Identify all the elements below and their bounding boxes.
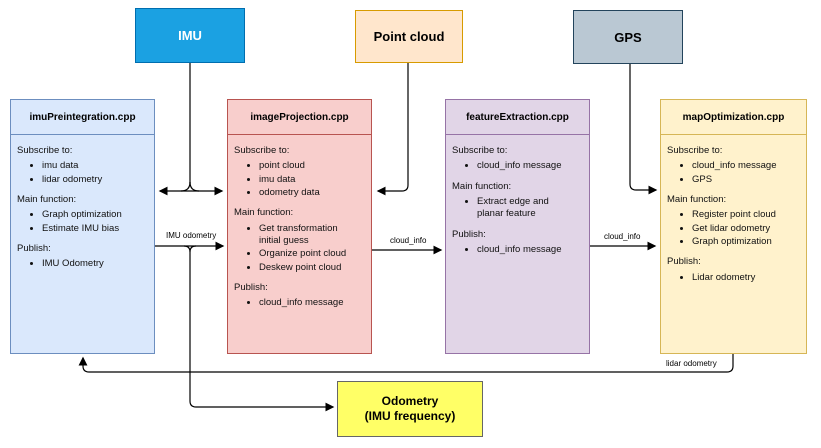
odometry-label-line2: (IMU frequency) — [364, 409, 456, 423]
node-point-cloud: Point cloud — [355, 10, 463, 63]
edge-label-cloud-info-a: cloud_info — [390, 236, 427, 245]
bullet-item: cloud_info message — [477, 244, 577, 256]
node-gps: GPS — [573, 10, 683, 64]
main-function-list: Extract edge and planar feature — [451, 196, 584, 221]
module-map-optimization: mapOptimization.cpp Subscribe to: cloud_… — [660, 99, 807, 354]
bullet-item: Lidar odometry — [692, 272, 792, 284]
main-function-heading: Main function: — [17, 194, 77, 206]
publish-heading: Publish: — [234, 282, 268, 294]
subscribe-heading: Subscribe to: — [667, 145, 723, 156]
bullet-item: lidar odometry — [42, 174, 142, 186]
bullet-item: imu data — [259, 174, 359, 186]
publish-heading: Publish: — [667, 256, 701, 268]
edge-lidar-odometry-feedback — [78, 354, 734, 373]
bullet-item: point cloud — [259, 160, 359, 172]
bullet-item: Extract edge and planar feature — [477, 196, 577, 221]
module-imu-preintegration: imuPreintegration.cpp Subscribe to: imu … — [10, 99, 155, 354]
bullet-item: imu data — [42, 160, 142, 172]
edge-imu-fillet-right — [189, 181, 200, 192]
module-title: mapOptimization.cpp — [661, 100, 806, 135]
publish-heading: Publish: — [452, 228, 486, 240]
edge-branch-fillet-right — [189, 245, 197, 253]
bullet-item: cloud_info message — [259, 297, 359, 309]
subscribe-heading: Subscribe to: — [17, 145, 73, 156]
bullet-item: odometry data — [259, 187, 359, 199]
subscribe-list: cloud_info message — [451, 160, 584, 172]
node-gps-label: GPS — [614, 29, 642, 45]
main-function-list: Register point cloud Get lidar odometry … — [666, 209, 801, 248]
edge-label-cloud-info-b: cloud_info — [604, 232, 641, 241]
node-point-cloud-label: Point cloud — [373, 29, 445, 44]
module-body: Subscribe to: point cloud imu data odome… — [228, 135, 371, 310]
edge-branch-fillet-left — [183, 245, 191, 253]
bullet-item: cloud_info message — [477, 160, 577, 172]
main-function-list: Get transformation initial guess Organiz… — [233, 223, 366, 274]
subscribe-heading: Subscribe to: — [234, 145, 290, 156]
bullet-item: Graph optimization — [42, 209, 142, 221]
main-function-list: Graph optimization Estimate IMU bias — [16, 209, 149, 235]
bullet-item: cloud_info message — [692, 160, 792, 172]
node-imu: IMU — [135, 8, 245, 63]
publish-list: Lidar odometry — [666, 272, 801, 284]
module-image-projection: imageProjection.cpp Subscribe to: point … — [227, 99, 372, 354]
module-title: featureExtraction.cpp — [446, 100, 589, 135]
publish-list: cloud_info message — [233, 297, 366, 309]
bullet-item: Get transformation initial guess — [259, 223, 359, 248]
subscribe-list: cloud_info message GPS — [666, 160, 801, 186]
module-body: Subscribe to: imu data lidar odometry Ma… — [11, 135, 154, 271]
bullet-item: Deskew point cloud — [259, 262, 359, 274]
bullet-item: Get lidar odometry — [692, 223, 792, 235]
main-function-heading: Main function: — [452, 180, 512, 192]
edge-gps-to-mapoptimization — [629, 64, 658, 195]
subscribe-list: point cloud imu data odometry data — [233, 160, 366, 199]
node-imu-label: IMU — [178, 28, 202, 43]
publish-list: IMU Odometry — [16, 258, 149, 270]
bullet-item: Register point cloud — [692, 209, 792, 221]
edge-pointcloud-to-imageprojection — [376, 63, 409, 196]
bullet-item: IMU Odometry — [42, 258, 142, 270]
node-odometry-output: Odometry (IMU frequency) — [337, 381, 483, 437]
module-title: imageProjection.cpp — [228, 100, 371, 135]
main-function-heading: Main function: — [667, 194, 727, 206]
bullet-item: Estimate IMU bias — [42, 223, 142, 235]
odometry-label-line1: Odometry — [381, 394, 439, 408]
subscribe-list: imu data lidar odometry — [16, 160, 149, 186]
bullet-item: Graph optimization — [692, 236, 792, 248]
edge-label-lidar-odometry: lidar odometry — [666, 359, 717, 368]
module-body: Subscribe to: cloud_info message Main fu… — [446, 135, 589, 256]
edge-imu-fillet-left — [180, 181, 191, 192]
subscribe-heading: Subscribe to: — [452, 145, 508, 156]
bullet-item: GPS — [692, 174, 792, 186]
main-function-heading: Main function: — [234, 207, 294, 219]
edge-label-imu-odometry: IMU odometry — [166, 231, 217, 240]
bullet-item: Organize point cloud — [259, 248, 359, 260]
module-title: imuPreintegration.cpp — [11, 100, 154, 135]
publish-heading: Publish: — [17, 243, 51, 255]
publish-list: cloud_info message — [451, 244, 584, 256]
module-body: Subscribe to: cloud_info message GPS Mai… — [661, 135, 806, 284]
module-feature-extraction: featureExtraction.cpp Subscribe to: clou… — [445, 99, 590, 354]
